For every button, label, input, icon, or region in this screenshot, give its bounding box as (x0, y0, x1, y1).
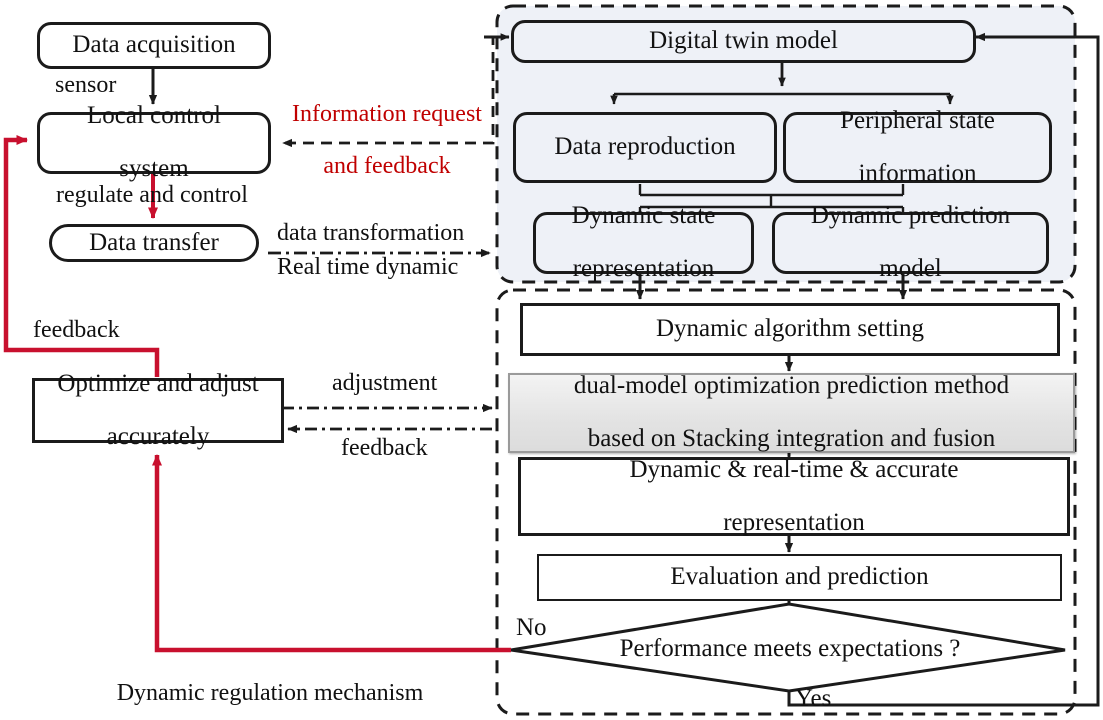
node-dynamic-algorithm-setting[interactable]: Dynamic algorithm setting (520, 303, 1060, 356)
label-diagram-caption: Dynamic regulation mechanism based on di… (48, 655, 468, 720)
node-dynamic-realtime-accurate-representation[interactable]: Dynamic & real-time & accurate representa… (518, 455, 1070, 536)
process-panel-background (495, 288, 1077, 716)
node-data-acquisition[interactable]: Data acquisition (37, 22, 271, 69)
label-sensor: sensor (55, 72, 117, 98)
dynamic-state-line2: representation (572, 255, 715, 283)
node-data-transfer[interactable]: Data transfer (49, 224, 259, 262)
label-information-request: Information request and feedback (261, 76, 489, 206)
peripheral-line1: Peripheral state (840, 106, 995, 134)
optimize-line2: accurately (106, 422, 210, 450)
node-dual-model-optimization[interactable]: dual-model optimization prediction metho… (508, 373, 1075, 453)
path-red-no-branch (152, 454, 511, 653)
node-dynamic-state-representation[interactable]: Dynamic state representation (533, 203, 754, 282)
label-branch-no: No (516, 614, 547, 641)
node-local-control-system[interactable]: Local control system (37, 103, 271, 182)
path-red-feedback (3, 135, 160, 377)
dynamic-prediction-line2: model (879, 255, 942, 283)
optimize-line1: Optimize and adjust (57, 369, 259, 397)
label-real-time-dynamic: Real time dynamic (277, 254, 459, 280)
label-regulate-and-control: regulate and control (56, 182, 248, 208)
local-control-line2: system (119, 155, 189, 183)
path-yes-branch (787, 32, 1100, 707)
dynamic-state-line1: Dynamic state (571, 202, 716, 230)
node-optimize-and-adjust[interactable]: Optimize and adjust accurately (32, 370, 284, 449)
node-digital-twin-model[interactable]: Digital twin model (511, 20, 976, 63)
node-evaluation-and-prediction[interactable]: Evaluation and prediction (537, 554, 1062, 601)
peripheral-line2: information (858, 159, 977, 187)
label-branch-yes: Yes (795, 685, 832, 712)
representation-line1: Dynamic & real-time & accurate (629, 455, 959, 483)
label-adjustment: adjustment (332, 370, 438, 396)
label-data-transformation: data transformation (277, 220, 465, 246)
local-control-line1: Local control (87, 102, 221, 130)
representation-line2: representation (723, 508, 865, 536)
caption-line1: Dynamic regulation mechanism (116, 679, 424, 706)
node-decision-performance[interactable]: Performance meets expectations ? (619, 634, 961, 662)
dual-model-line2: based on Stacking integration and fusion (587, 425, 996, 453)
node-peripheral-state-information[interactable]: Peripheral state information (783, 107, 1052, 186)
info-request-line2: and feedback (323, 152, 451, 179)
node-dynamic-prediction-model[interactable]: Dynamic prediction model (772, 203, 1049, 282)
info-request-line1: Information request (292, 100, 482, 127)
label-feedback-left: feedback (33, 317, 120, 343)
dual-model-line1: dual-model optimization prediction metho… (573, 372, 1010, 400)
dynamic-prediction-line1: Dynamic prediction (810, 202, 1011, 230)
label-feedback-middle: feedback (341, 435, 428, 461)
node-data-reproduction[interactable]: Data reproduction (513, 112, 777, 183)
decision-diamond (510, 602, 1066, 693)
